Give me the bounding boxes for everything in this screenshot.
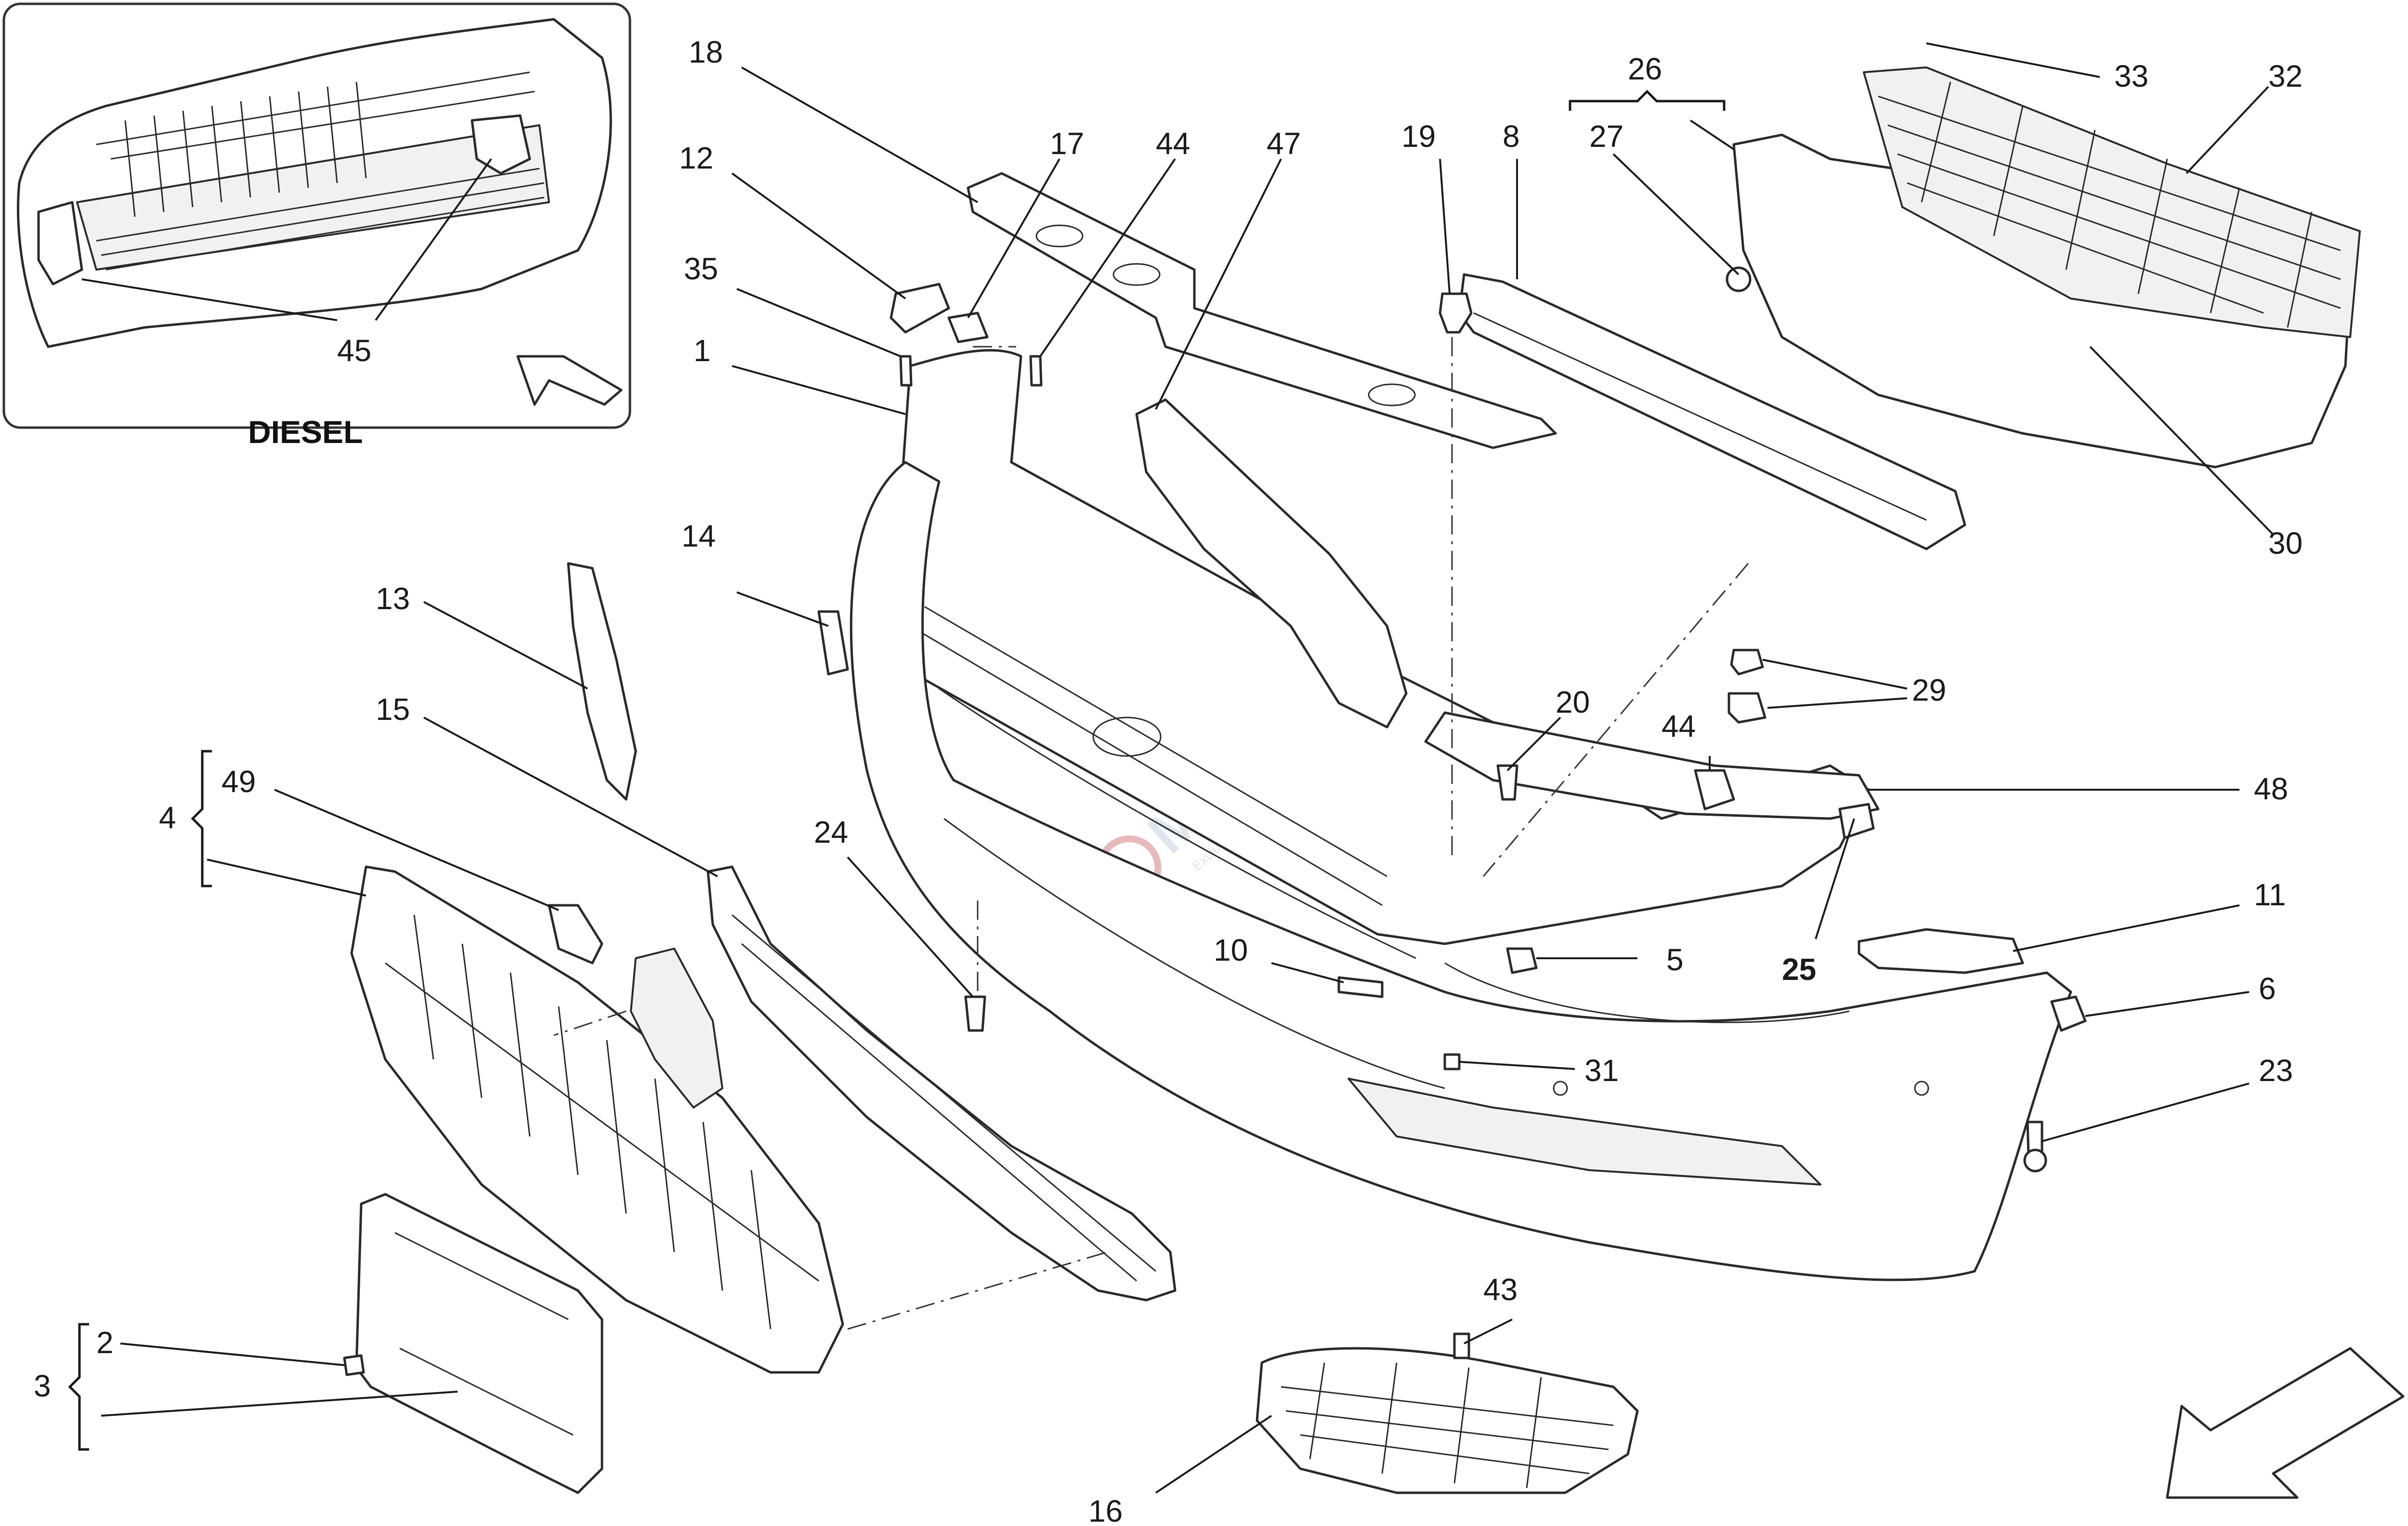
callout-47: 47 [1267, 126, 1301, 161]
part-44-screw-left [1029, 355, 1043, 387]
inset-direction-arrow-icon [516, 355, 623, 406]
part-29-fastener-lower [1727, 692, 1767, 724]
callout-27: 27 [1589, 119, 1623, 154]
callout-44-right: 44 [1662, 709, 1696, 743]
callout-15: 15 [376, 692, 410, 727]
callouts: 18 12 17 44 47 35 1 19 8 26 27 33 32 30 … [34, 35, 2303, 1526]
part-17-clip [947, 312, 989, 343]
callout-48: 48 [2254, 771, 2288, 806]
callout-30: 30 [2268, 526, 2303, 561]
callout-13: 13 [376, 581, 410, 616]
brace-4 [191, 750, 212, 887]
part-19-fastener [1439, 292, 1473, 334]
callout-19: 19 [1401, 119, 1436, 154]
callout-18: 18 [689, 35, 723, 69]
part-47-absorber [1135, 398, 1408, 729]
part-29-fastener-upper [1730, 649, 1764, 676]
callout-43: 43 [1483, 1272, 1518, 1307]
leader-lines [101, 42, 2274, 1494]
diesel-inset: 45 DIESEL [2, 2, 631, 450]
brace-3 [68, 1323, 89, 1451]
part-10-plate [1337, 976, 1384, 998]
brace-26 [1569, 90, 1726, 111]
inset-grille-slats [96, 81, 545, 271]
inset-part-45-left [37, 201, 83, 286]
part-16-fog-grille [1256, 1347, 1639, 1494]
inset-callout-45: 45 [337, 333, 371, 368]
callout-24: 24 [814, 815, 848, 849]
callout-10: 10 [1214, 933, 1248, 967]
callout-16: 16 [1088, 1494, 1123, 1526]
part-2-screw [343, 1354, 365, 1376]
part-5-clip [1506, 947, 1538, 974]
inset-part-45-right [471, 114, 531, 175]
part-49-mount [630, 948, 723, 1109]
callout-3: 3 [34, 1369, 51, 1403]
callout-8: 8 [1503, 119, 1520, 154]
callout-23: 23 [2259, 1053, 2293, 1088]
callout-12: 12 [679, 141, 713, 175]
part-14-clip [817, 610, 849, 676]
part-43-screw [1453, 1332, 1470, 1359]
callout-4: 4 [159, 800, 176, 835]
callout-26: 26 [1628, 52, 1662, 86]
inset-title: DIESEL [248, 414, 363, 450]
callout-20: 20 [1556, 685, 1590, 719]
part-27-clip-icon [1726, 266, 1752, 292]
part-13-side-bracket [567, 562, 637, 801]
callout-14: 14 [681, 519, 716, 553]
callout-49: 49 [222, 764, 256, 799]
callout-17: 17 [1050, 126, 1084, 161]
fog-grille-mesh [1281, 1362, 1614, 1488]
part-32-mesh-grille [1863, 66, 2361, 338]
callout-1: 1 [694, 333, 711, 368]
grille-slats [385, 914, 819, 1330]
part-12-bracket [890, 283, 950, 334]
part-11-bracket [1858, 928, 2024, 974]
callout-11: 11 [2254, 877, 2286, 912]
callout-44-top: 44 [1156, 126, 1190, 161]
bumper-cover [850, 461, 2072, 1281]
callout-2: 2 [96, 1325, 114, 1360]
part-18-upper-strip [967, 172, 1557, 449]
part-20-screw [1496, 764, 1518, 801]
direction-arrow-icon [2166, 1347, 2405, 1499]
part-6-clip [2050, 995, 2087, 1032]
callout-35: 35 [684, 251, 718, 286]
callout-31: 31 [1584, 1053, 1619, 1088]
part-35-screw [899, 355, 913, 387]
part-31-screw [1443, 1053, 1461, 1070]
part-4-front-grille [350, 865, 844, 1374]
callout-32: 32 [2268, 59, 2303, 93]
part-44-clip-right [1694, 769, 1735, 810]
callout-33: 33 [2114, 59, 2148, 93]
alignment-lines [553, 337, 1749, 1330]
callout-25: 25 [1782, 952, 1816, 987]
callout-5: 5 [1666, 942, 1684, 977]
part-24-screw [964, 995, 986, 1032]
grille-mesh-pattern [1878, 81, 2341, 328]
part-49-bracket [548, 904, 603, 965]
part-25-bracket [1838, 803, 1875, 839]
callout-29: 29 [1912, 673, 1946, 707]
part-15-lower-strip [707, 865, 1177, 1302]
callout-6: 6 [2259, 971, 2276, 1006]
